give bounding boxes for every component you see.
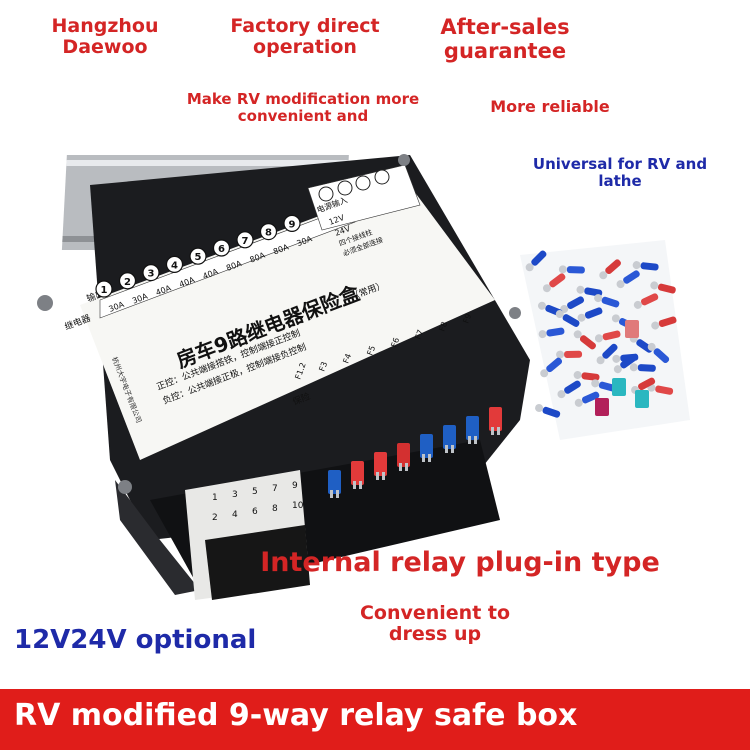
factory-direct-text: Factory direct operation [230,15,380,59]
terminal-number: 2 [212,513,218,523]
fuse-icon [351,461,364,489]
brand-text: Hangzhou Daewoo [51,15,159,59]
bottom-banner: RV modified 9-way relay safe box [0,689,750,750]
crimp-terminal [535,404,561,418]
crimp-terminal [573,370,600,381]
universal-text: Universal for RV and lathe [532,155,708,190]
reliable-text: More reliable [490,97,610,116]
terminal-number: 1 [212,493,218,503]
crimp-terminal [555,310,580,327]
crimp-terminal [594,294,620,308]
convenience-text: Make RV modification more convenient and [186,90,420,125]
channel-9-circle: 9 [283,214,301,232]
crimp-terminal [633,293,659,309]
terminal-number: 7 [272,484,278,494]
fuse-icon [635,390,649,408]
channel-6-circle: 6 [212,239,231,257]
terminal-bag-icon [525,250,677,418]
channel-number: 4 [171,260,178,271]
channel-number: 1 [101,285,108,296]
banner-title: RV modified 9-way relay safe box [14,698,578,733]
aftersales-text: After-sales guarantee [440,15,570,63]
crimp-terminal [558,265,585,274]
crimp-terminal [650,281,676,294]
crimp-terminal [574,391,600,407]
channel-number: 7 [242,236,249,247]
fuse-icon [466,416,479,444]
channel-8-circle: 8 [259,223,278,241]
channel-number: 9 [289,219,296,230]
channel-7-circle: 7 [236,231,254,249]
box-label: 房车9路继电器保险盒 （常用） 正控：公共端接搭铁，控制端接正控制 负控：公共端… [63,183,495,460]
terminal-number: 5 [252,487,258,497]
terminal-number: 8 [272,504,278,514]
terminal-numbers: 1 3 5 7 9 2 4 6 8 10 [212,481,304,523]
terminal-number: 4 [232,510,238,520]
relay-label: 继电器 [63,312,93,333]
screws [37,154,521,494]
fuse-label-F8: F8 [437,320,449,332]
channel-number: 5 [195,252,202,263]
channel-3-circle: 3 [142,264,160,282]
channel-2-circle: 2 [118,272,137,290]
fuse-label-F6: F6 [389,336,401,348]
terminal-number: 9 [292,481,298,491]
fuse-icon [625,320,639,338]
terminal-number: 10 [292,501,304,511]
crimp-terminal [573,330,596,350]
channel-1-circle: 1 [95,280,113,298]
voltage-option-text: 12V24V optional [14,625,257,655]
terminal-block [185,470,310,600]
channel-number: 3 [148,269,155,280]
fuse-icon [595,398,609,416]
terminal-number: 3 [232,490,238,500]
crimp-terminal [599,259,621,280]
crimp-terminal [557,380,581,399]
crimp-terminal [542,273,566,293]
fuse-icon [489,407,502,435]
internal-relay-text: Internal relay plug-in type [260,547,660,578]
fuse-icon [443,425,456,453]
crimp-terminal [651,316,677,330]
channel-circles: 1 2 3 4 5 6 7 8 9 [95,214,301,298]
channel-number: 2 [124,277,131,288]
fuse-icon [328,470,341,498]
dress-up-text: Convenient to dress up [359,602,511,646]
fuse-icon [612,378,626,396]
crimp-terminal [538,327,565,339]
fuse-label-F3: F3 [317,360,329,372]
crimp-terminal [596,343,618,365]
fuse-label-F5: F5 [365,344,377,356]
channel-number: 6 [218,244,225,255]
fuse-label-F4: F4 [341,352,353,364]
crimp-terminal [525,250,547,272]
fuse-icon [420,434,433,462]
crimp-terminal [577,307,603,322]
fuse-icon [397,443,410,471]
crimp-terminal [613,354,637,374]
channel-number: 8 [265,228,272,239]
channel-5-circle: 5 [189,247,207,265]
crimp-terminal [594,330,621,343]
terminal-number: 6 [252,507,258,517]
crimp-terminal [629,363,656,372]
crimp-terminal [647,342,670,364]
fuse-label-F7: F7 [413,328,425,340]
crimp-terminal [540,357,563,378]
channel-4-circle: 4 [165,255,184,273]
fuse-icon [374,452,387,480]
crimp-terminal [556,350,583,359]
fuse-label-F9: F9 [461,312,473,324]
fuse-row [328,407,502,498]
crimp-terminal [616,270,640,289]
crimp-terminal [632,261,659,271]
